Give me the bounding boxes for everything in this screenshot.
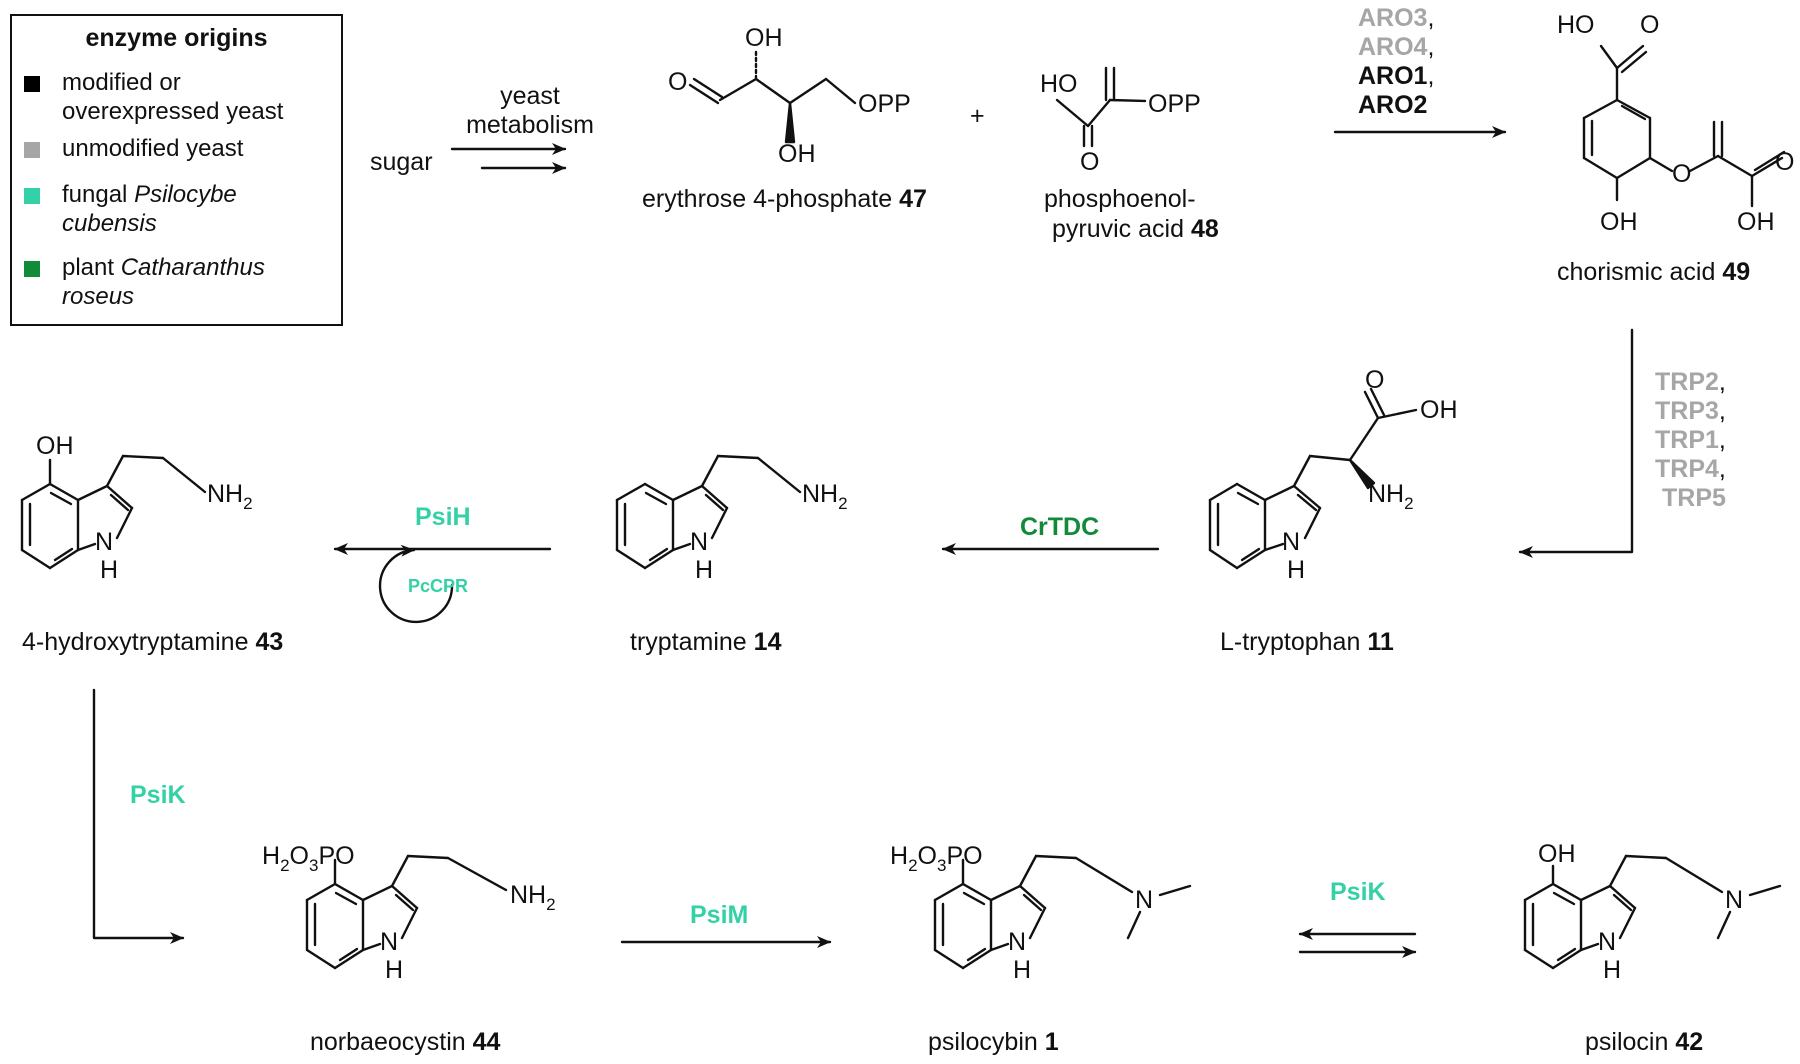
atom-h2o3po: H2O3PO — [890, 842, 983, 875]
enzyme-trp4: TRP4, — [1655, 455, 1726, 483]
atom-oh: OH — [36, 432, 74, 460]
atom-h: H — [100, 556, 118, 584]
arrow-trp — [1518, 328, 1634, 558]
atom-h: H — [695, 556, 713, 584]
enzyme-pccpr: PcCPR — [408, 576, 468, 596]
atom-h2o3po: H2O3PO — [262, 842, 355, 875]
legend-swatch-grey — [24, 142, 40, 158]
label-sugar: sugar — [370, 148, 433, 176]
legend-item-species-line2: cubensis — [62, 210, 157, 237]
label-plus: + — [970, 102, 985, 130]
structure-chorismic-acid — [1582, 44, 1786, 208]
legend-swatch-black — [24, 76, 40, 92]
enzyme-origins-legend: enzyme origins modified or overexpressed… — [10, 14, 343, 326]
compound-42-label: psilocin 42 — [1585, 1028, 1703, 1056]
atom-nh: N — [1008, 928, 1026, 956]
atom-nh: N — [1598, 928, 1616, 956]
atom-oh: OH — [1737, 208, 1775, 236]
enzyme-aro3: ARO3, — [1358, 4, 1434, 32]
legend-item-label: unmodified yeast — [62, 135, 244, 162]
atom-n: N — [1135, 886, 1153, 914]
label-metabolism: metabolism — [466, 111, 594, 139]
atom-oh: OH — [778, 140, 816, 168]
atom-nh2: NH2 — [207, 480, 253, 513]
compound-47-label: erythrose 4-phosphate 47 — [642, 185, 927, 213]
compound-48-label-line1: phosphoenol- — [1044, 185, 1196, 213]
structure-l-tryptophan — [1208, 387, 1418, 570]
enzyme-trp5: TRP5 — [1662, 484, 1726, 512]
atom-oh: OH — [1538, 840, 1576, 868]
compound-1-label: psilocybin 1 — [928, 1028, 1059, 1056]
compound-11-label: L-tryptophan 11 — [1220, 628, 1394, 656]
atom-nh2: NH2 — [1368, 480, 1414, 513]
structure-psilocybin — [933, 854, 1192, 970]
atom-h: H — [1287, 556, 1305, 584]
atom-n: N — [1725, 886, 1743, 914]
pccpr-cycle — [378, 544, 454, 624]
legend-title: enzyme origins — [85, 24, 268, 52]
enzyme-trp3: TRP3, — [1655, 397, 1726, 425]
atom-nh: N — [380, 928, 398, 956]
atom-o: O — [1775, 148, 1794, 176]
compound-14-label: tryptamine 14 — [630, 628, 782, 656]
atom-nh: N — [95, 528, 113, 556]
enzyme-aro1: ARO1, — [1358, 62, 1434, 90]
atom-oh: OH — [745, 24, 783, 52]
compound-43-label: 4-hydroxytryptamine 43 — [22, 628, 283, 656]
compound-48-label: pyruvic acid 48 — [1052, 215, 1219, 243]
legend-item-species-line2: roseus — [62, 283, 135, 310]
compound-49-label: chorismic acid 49 — [1557, 258, 1750, 286]
atom-o: O — [1640, 11, 1659, 39]
atom-ho: HO — [1040, 70, 1078, 98]
enzyme-aro4: ARO4, — [1358, 33, 1434, 61]
enzyme-psik: PsiK — [130, 781, 186, 809]
atom-opp: OPP — [858, 90, 911, 118]
atom-oh: OH — [1600, 208, 1638, 236]
atom-o: O — [1080, 148, 1099, 176]
atom-o: O — [668, 68, 687, 96]
compound-44-label: norbaeocystin 44 — [310, 1028, 501, 1056]
atom-opp: OPP — [1148, 90, 1201, 118]
legend-item-label-line2: overexpressed yeast — [62, 98, 284, 125]
arrow-psik — [92, 688, 185, 944]
legend-item-label: plant — [62, 254, 121, 281]
structure-4-hydroxytryptamine — [20, 454, 207, 570]
enzyme-crtdc: CrTDC — [1020, 513, 1099, 541]
structure-norbaeocystin — [305, 854, 508, 970]
enzyme-psih: PsiH — [415, 503, 471, 531]
legend-swatch-teal — [24, 188, 40, 204]
atom-nh: N — [1282, 528, 1300, 556]
enzyme-psim: PsiM — [690, 901, 748, 929]
label-yeast: yeast — [500, 82, 560, 110]
enzyme-psik-reverse: PsiK — [1330, 878, 1386, 906]
legend-swatch-green — [24, 261, 40, 277]
legend-item-species: Catharanthus — [120, 254, 265, 281]
atom-o: O — [1672, 160, 1691, 188]
atom-o: O — [1365, 366, 1384, 394]
legend-item-label: fungal — [62, 181, 135, 208]
atom-nh2: NH2 — [802, 480, 848, 513]
structure-phosphoenolpyruvate — [1055, 66, 1147, 148]
enzyme-trp1: TRP1, — [1655, 426, 1726, 454]
atom-oh: OH — [1420, 396, 1458, 424]
legend-item-label: modified or — [62, 69, 181, 96]
atom-h: H — [1603, 956, 1621, 984]
structure-psilocin — [1523, 854, 1782, 970]
structure-erythrose-4-phosphate — [688, 48, 857, 144]
atom-ho: HO — [1557, 11, 1595, 39]
atom-nh: N — [690, 528, 708, 556]
enzyme-aro2: ARO2 — [1358, 91, 1427, 119]
enzyme-trp2: TRP2, — [1655, 368, 1726, 396]
legend-item-species: Psilocybe — [134, 181, 237, 208]
atom-h: H — [1013, 956, 1031, 984]
structure-tryptamine — [615, 454, 802, 570]
atom-h: H — [385, 956, 403, 984]
atom-nh2: NH2 — [510, 881, 556, 914]
